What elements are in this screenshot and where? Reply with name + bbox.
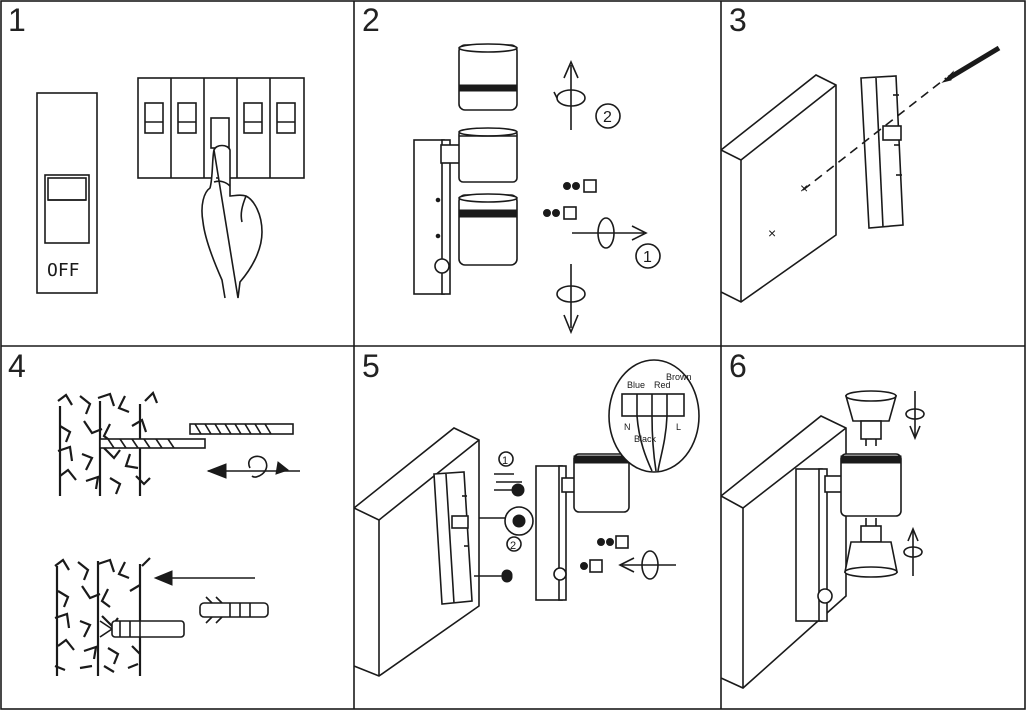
rotate-down-arrow-icon — [556, 264, 586, 335]
lamp-cap-bottom-icon — [458, 193, 518, 266]
nuts-icon — [543, 179, 597, 220]
wire-label-blue: Blue — [627, 380, 645, 390]
brick-wall-bottom-icon — [54, 557, 151, 676]
wire-label-l: L — [676, 422, 681, 432]
nuts-icon — [580, 535, 629, 573]
wall-bracket-icon — [413, 139, 462, 295]
wall-icon — [721, 74, 837, 303]
step-6-panel: 6 — [721, 346, 1026, 710]
callout-2: 2 — [603, 109, 612, 126]
bulb-bottom-icon — [844, 518, 898, 578]
drill-direction-arrow-icon — [206, 455, 300, 479]
switch-off-label: OFF — [47, 260, 80, 281]
wall-plug-icon — [99, 596, 269, 638]
wire-label-n: N — [624, 422, 631, 432]
bulb-top-icon — [844, 390, 898, 446]
screw-icon — [494, 473, 525, 497]
mounting-plate-icon — [433, 471, 473, 605]
bracket-template-icon — [860, 75, 904, 229]
callout-1: 1 — [643, 249, 652, 266]
lamp-cap-top-icon — [458, 43, 518, 111]
callout-2: 2 — [510, 540, 516, 552]
main-switch-icon: OFF — [36, 92, 98, 294]
breaker-switch-illustration: OFF — [36, 77, 305, 299]
rotate-right-arrow-icon — [572, 217, 648, 249]
lamp-fixture-icon — [795, 453, 902, 622]
step-number: 5 — [362, 348, 380, 384]
step-5-panel: 5 1 — [354, 346, 721, 710]
mark-holes-illustration: × × — [721, 45, 1001, 303]
rotate-left-arrow-icon — [618, 550, 676, 580]
rotate-up-arrow-icon — [553, 60, 586, 130]
wire-label-brown: Brown — [666, 372, 692, 382]
callout-1: 1 — [502, 455, 508, 467]
drill-bit-icon — [99, 423, 294, 449]
lamp-housing-icon — [458, 127, 518, 183]
disassembly-illustration: 2 1 — [413, 43, 661, 335]
wiring-detail-icon: Blue Red Brown N L Black — [608, 359, 700, 473]
rotate-icon — [905, 391, 925, 441]
step-number: 3 — [729, 2, 747, 38]
drill-and-plug-illustration — [54, 391, 300, 676]
wire-label-black: Black — [634, 434, 657, 444]
mark-x-icon: × — [800, 180, 808, 196]
step-number: 1 — [8, 2, 26, 38]
step-number: 2 — [362, 2, 380, 38]
insert-arrow-icon — [153, 570, 255, 586]
step-4-panel: 4 — [0, 346, 354, 710]
bulb-install-illustration — [721, 390, 925, 689]
step-3-panel: 3 × × — [721, 0, 1026, 346]
drill-guide-line — [802, 77, 947, 191]
step-number: 6 — [729, 348, 747, 384]
step-1-panel: 1 OFF — [0, 0, 354, 346]
rotate-icon — [903, 526, 923, 576]
cable-connector-icon — [479, 506, 534, 536]
wire-label-red: Red — [654, 380, 671, 390]
mark-x-icon: × — [768, 225, 776, 241]
screw-icon — [474, 569, 513, 583]
step-number: 4 — [8, 348, 26, 384]
mount-and-wire-illustration: 1 2 — [354, 359, 700, 677]
pencil-icon — [941, 45, 1001, 83]
lamp-fixture-icon — [535, 453, 630, 601]
step-2-panel: 2 — [354, 0, 721, 346]
